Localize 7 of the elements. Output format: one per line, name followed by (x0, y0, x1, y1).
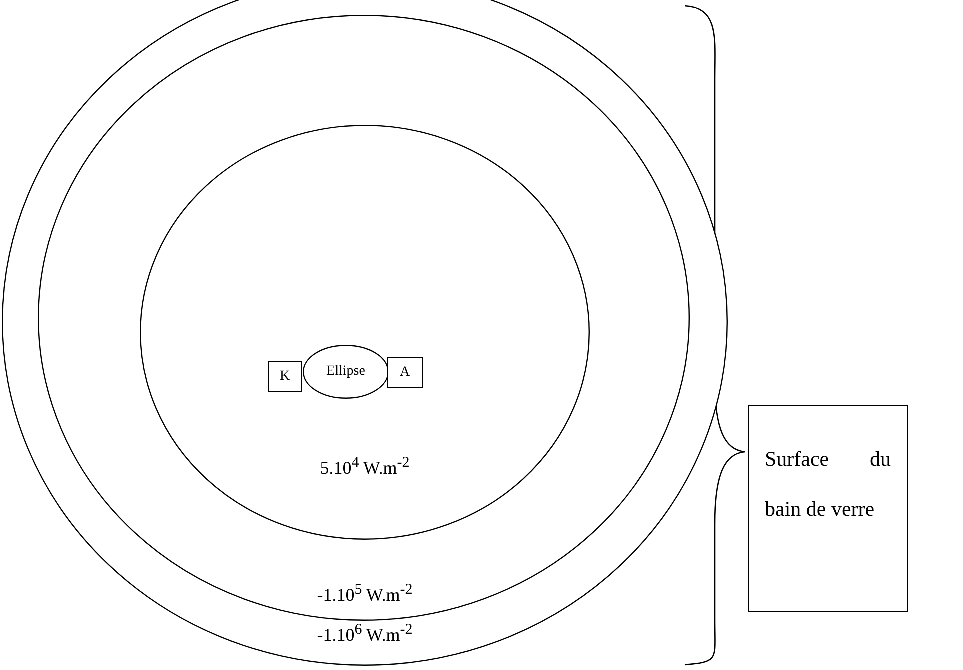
heat-flux-label: 5.10$^{4}$ W.m$^{-2}$ (320, 455, 410, 479)
heat-flux-label: -1.10$^{6}$ W.m$^{-2}$ (317, 622, 413, 646)
ellipse-label: Ellipse (326, 364, 366, 380)
electrode-box: A (387, 357, 423, 388)
electrode-box: K (268, 361, 302, 392)
text-box: Surface du bain de verre (748, 405, 908, 612)
heat-flux-label: -1.10$^{5}$ W.m$^{-2}$ (317, 582, 413, 606)
